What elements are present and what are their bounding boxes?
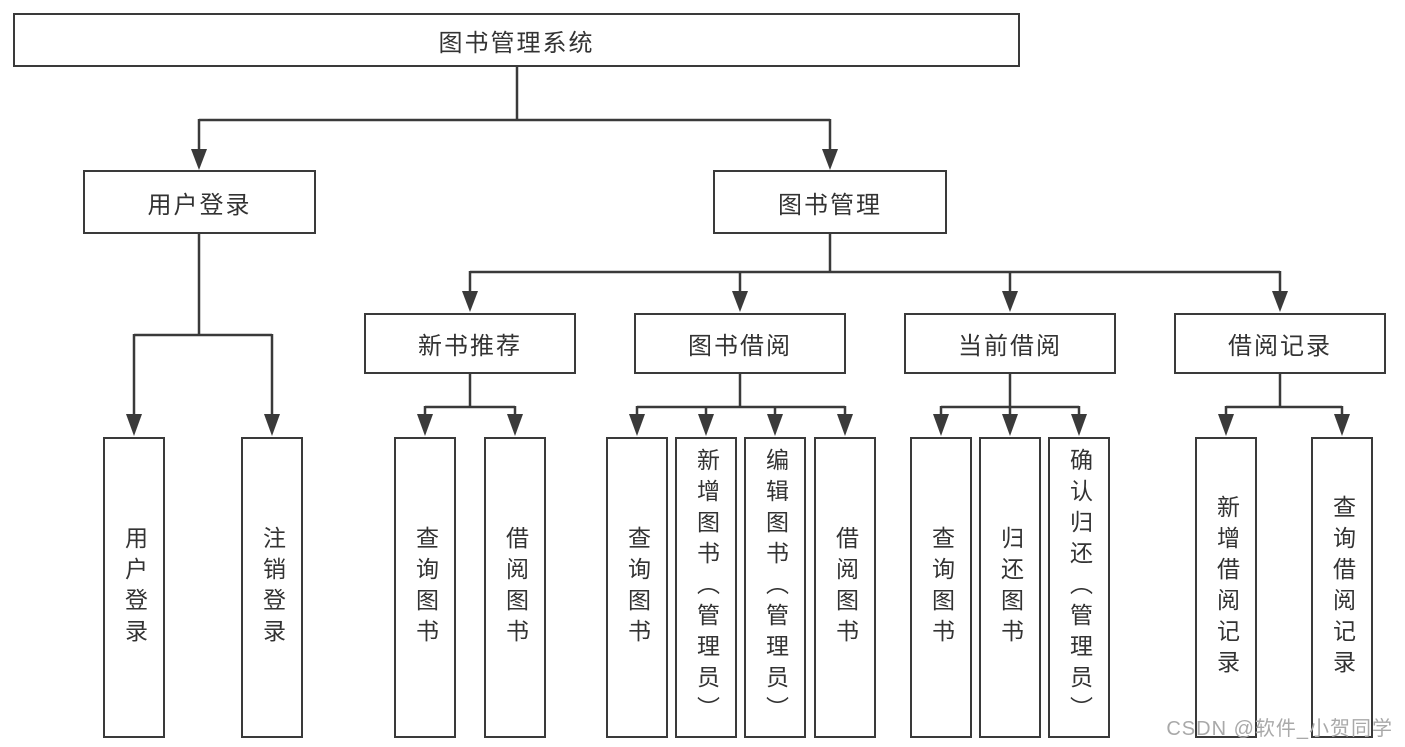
leaf-current-return-books-label: 归还图书: [997, 525, 1024, 650]
leaf-borrowing-query-books-label: 查询图书: [624, 525, 651, 650]
leaf-user-login-label: 用户登录: [121, 525, 148, 650]
leaf-borrowing-add-books-admin: 新增图书（管理员）: [675, 437, 737, 738]
node-root-label: 图书管理系统: [438, 29, 595, 57]
node-user-login-label: 用户登录: [147, 191, 252, 219]
leaf-current-query-books: 查询图书: [910, 437, 972, 738]
node-root: 图书管理系统: [13, 13, 1020, 67]
node-borrowing-records-label: 借阅记录: [1228, 333, 1332, 360]
node-book-management-label: 图书管理: [778, 191, 882, 219]
leaf-current-confirm-return-admin-label: 确认归还（管理员）: [1066, 448, 1093, 727]
leaf-recommend-borrow-books: 借阅图书: [484, 437, 546, 738]
node-borrowing-records: 借阅记录: [1174, 313, 1386, 374]
leaf-records-add-record: 新增借阅记录: [1195, 437, 1257, 738]
leaf-recommend-query-books: 查询图书: [394, 437, 456, 738]
node-new-book-recommend-label: 新书推荐: [418, 333, 522, 360]
leaf-borrowing-borrow-books-label: 借阅图书: [832, 525, 859, 650]
leaf-recommend-query-books-label: 查询图书: [412, 525, 439, 650]
node-new-book-recommend: 新书推荐: [364, 313, 576, 374]
leaf-borrowing-query-books: 查询图书: [606, 437, 668, 738]
leaf-records-query-record: 查询借阅记录: [1311, 437, 1373, 738]
leaf-current-confirm-return-admin: 确认归还（管理员）: [1048, 437, 1110, 738]
leaf-records-query-record-label: 查询借阅记录: [1329, 494, 1356, 681]
leaf-logout: 注销登录: [241, 437, 303, 738]
leaf-logout-label: 注销登录: [259, 525, 286, 650]
leaf-borrowing-borrow-books: 借阅图书: [814, 437, 876, 738]
leaf-recommend-borrow-books-label: 借阅图书: [502, 525, 529, 650]
leaf-borrowing-edit-books-admin-label: 编辑图书（管理员）: [762, 448, 789, 727]
leaf-current-return-books: 归还图书: [979, 437, 1041, 738]
node-book-borrowing-label: 图书借阅: [688, 333, 792, 360]
csdn-watermark: CSDN @软件_小贺同学: [1166, 718, 1393, 740]
leaf-borrowing-add-books-admin-label: 新增图书（管理员）: [693, 448, 720, 727]
node-current-borrowing-label: 当前借阅: [958, 333, 1062, 360]
node-book-management: 图书管理: [713, 170, 947, 234]
node-current-borrowing: 当前借阅: [904, 313, 1116, 374]
leaf-current-query-books-label: 查询图书: [928, 525, 955, 650]
leaf-user-login: 用户登录: [103, 437, 165, 738]
node-user-login: 用户登录: [83, 170, 316, 234]
node-book-borrowing: 图书借阅: [634, 313, 846, 374]
leaf-records-add-record-label: 新增借阅记录: [1213, 494, 1240, 681]
leaf-borrowing-edit-books-admin: 编辑图书（管理员）: [744, 437, 806, 738]
